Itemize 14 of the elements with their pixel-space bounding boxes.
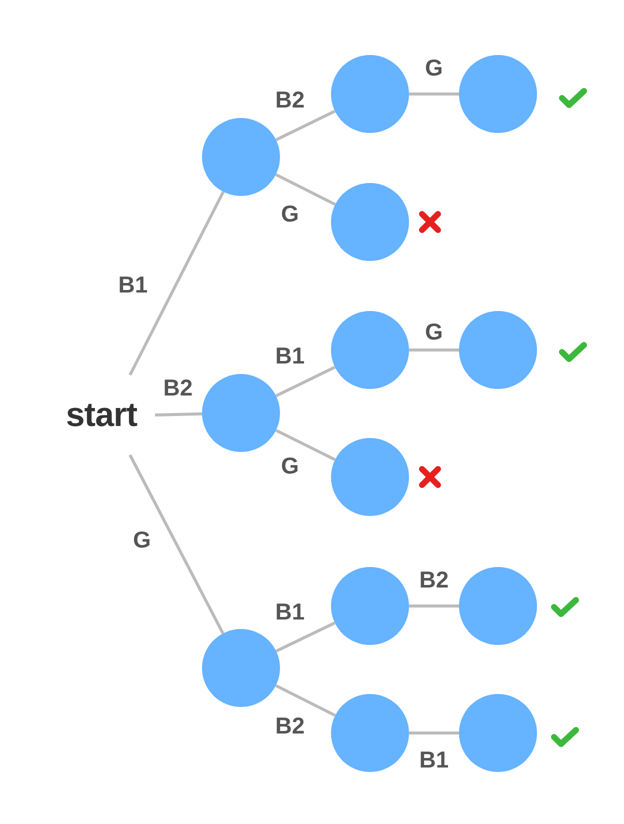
connector-line	[409, 604, 459, 608]
connector-line	[275, 684, 336, 717]
connector-line	[409, 92, 459, 96]
connector-line	[409, 732, 459, 734]
connector-line	[275, 366, 336, 398]
connector-line	[154, 412, 202, 416]
connector-line	[276, 622, 336, 652]
connector-line	[275, 110, 336, 142]
connector-line	[409, 348, 459, 352]
connector-line	[275, 173, 336, 206]
start-label: start	[66, 396, 138, 434]
connector-line	[128, 454, 224, 634]
connector-line	[275, 429, 336, 461]
connector-line	[128, 191, 225, 376]
